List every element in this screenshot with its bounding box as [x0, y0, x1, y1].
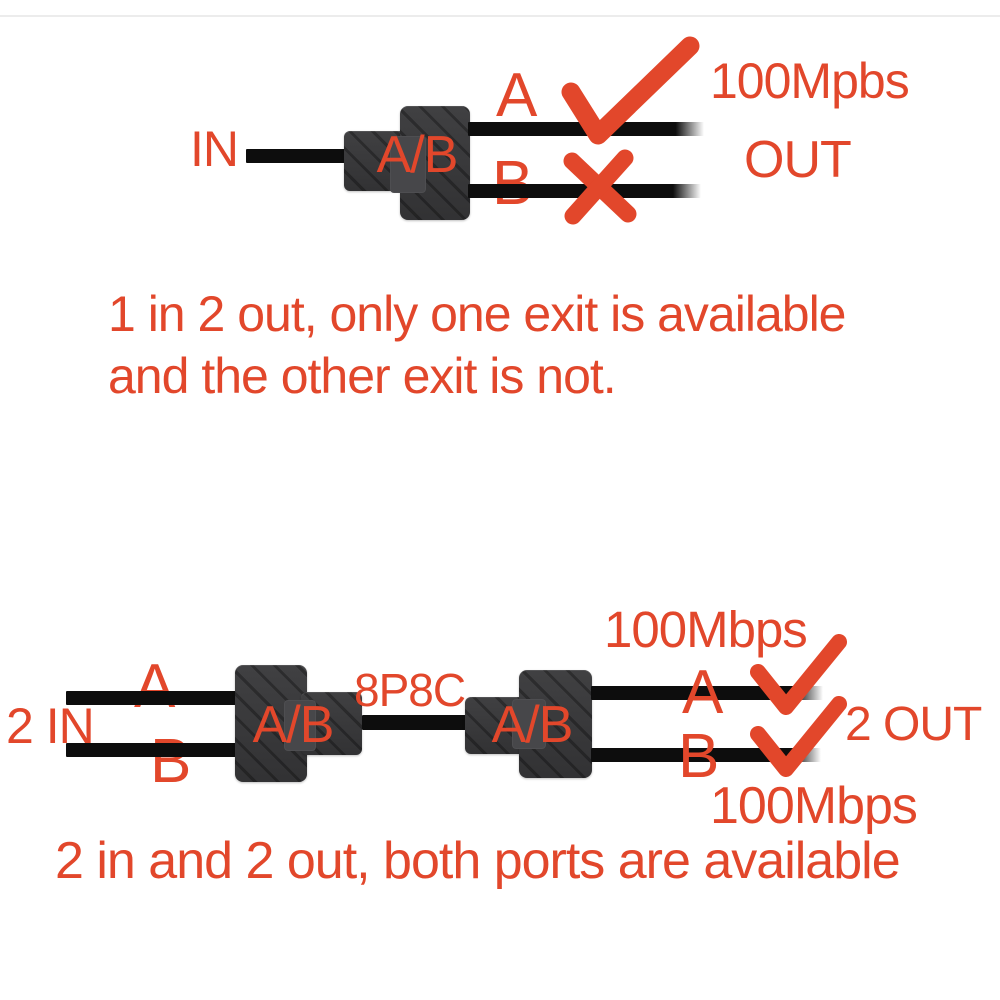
port-a-label: A — [496, 61, 537, 130]
check-icon-b — [750, 696, 847, 777]
speed-label-bottom: 100Mbps — [710, 777, 918, 835]
in-count-label: 2 IN — [6, 698, 95, 754]
speed-label: 100Mpbs — [710, 53, 910, 109]
splitter-panel — [390, 136, 426, 193]
out-port-b-label: B — [678, 722, 719, 791]
out-port-a-label: A — [682, 658, 723, 727]
splitter-label: A/B — [376, 126, 459, 184]
out-label: OUT — [744, 131, 852, 189]
splitter-right-label: A/B — [491, 696, 574, 754]
splitter-right-panel — [512, 699, 546, 749]
in-port-a-label: A — [134, 652, 175, 721]
in-label: IN — [190, 121, 239, 177]
in-cable — [246, 149, 348, 163]
splitter-left-label: A/B — [252, 696, 335, 754]
in-cable-b — [66, 743, 236, 757]
cross-icon — [563, 149, 637, 225]
splitter-left-panel — [284, 700, 316, 751]
in-port-b-label: B — [150, 727, 191, 796]
top-caption: 1 in 2 out, only one exit is available an… — [108, 283, 846, 407]
check-icon-a — [750, 634, 847, 715]
in-cable-a — [66, 691, 236, 705]
check-icon — [561, 36, 700, 145]
top-caption-line2: and the other exit is not. — [108, 348, 617, 404]
out-count-label: 2 OUT — [845, 698, 982, 751]
bottom-caption: 2 in and 2 out, both ports are available — [55, 832, 901, 890]
top-caption-line1: 1 in 2 out, only one exit is available — [108, 286, 846, 342]
speed-label-top: 100Mbps — [604, 601, 808, 658]
top-divider-line — [0, 15, 1000, 17]
mid-cable — [362, 715, 466, 730]
connector-label: 8P8C — [354, 664, 466, 716]
port-b-label: B — [492, 153, 533, 215]
